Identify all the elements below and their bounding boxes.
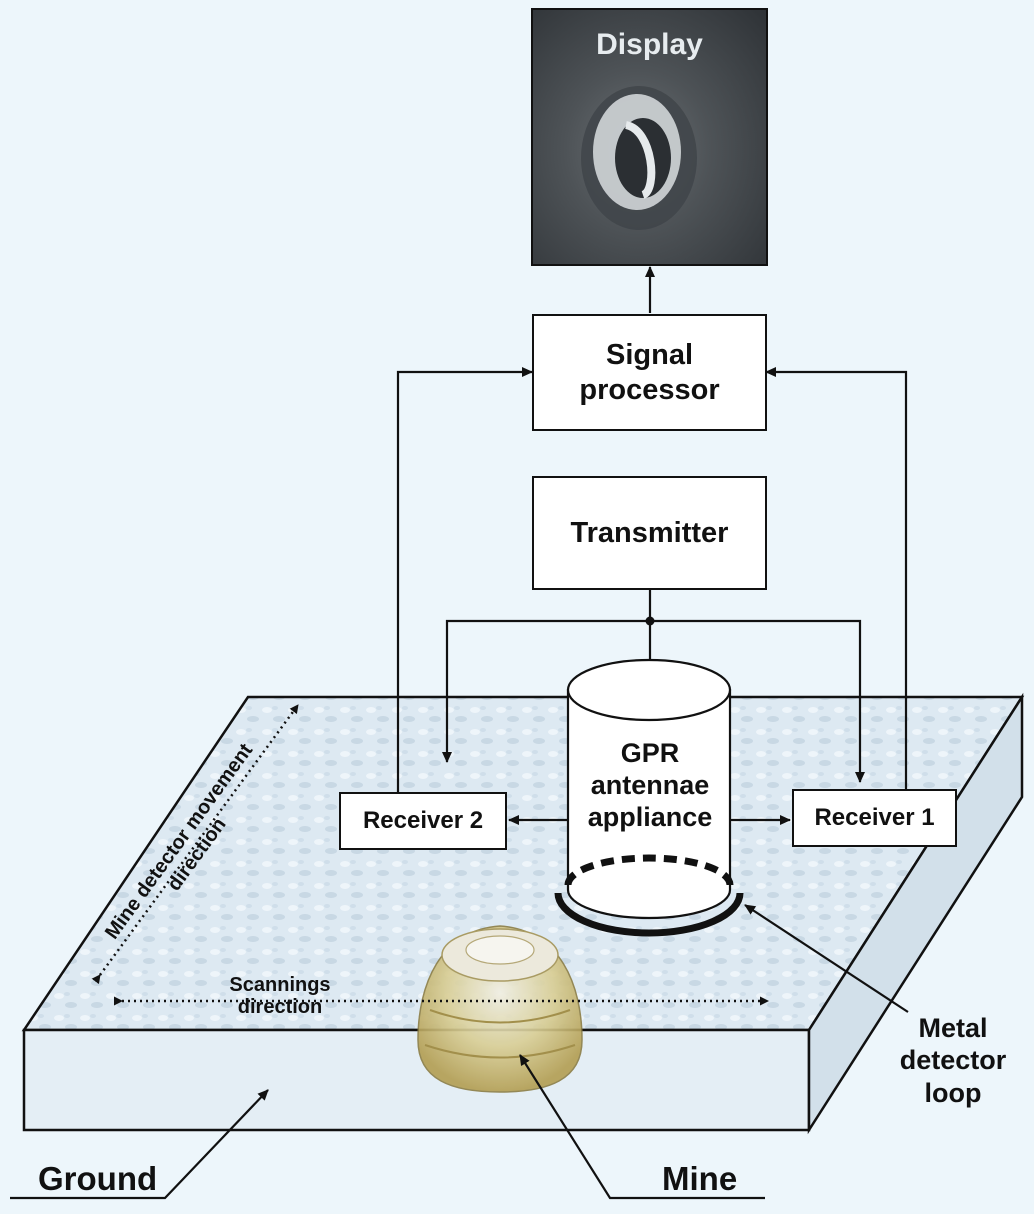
metal-detector-loop-label: Metal detector loop [899,1013,1007,1108]
mine-label: Mine [662,1160,738,1197]
ground-front-face [22,1028,811,1132]
ground-callout-line [10,1089,269,1200]
receiver-wiring [396,266,908,795]
metal-detector-loop-ring [554,892,744,937]
mine-callout-line [519,1054,765,1200]
display-title: Display [596,28,703,61]
mine-signature-image [581,86,697,230]
gpr-antennae-label: GPR antennae appliance [587,738,713,832]
transmitter-box: Transmitter [532,476,767,590]
movement-direction-arrow [91,704,300,985]
gpr-antennae-cylinder [554,658,744,937]
metal-loop-callout-line [744,904,909,1013]
display-screen: Display [531,8,768,266]
receiver-2-box: Receiver 2 [339,792,507,850]
ground-label: Ground [38,1160,158,1197]
signal-processor-box: Signal processor [532,314,767,431]
wire-junction [645,616,655,626]
receiver-1-box: Receiver 1 [792,789,957,847]
mine-object [417,925,583,1093]
scanning-direction-label: Scannings direction [229,974,331,1018]
